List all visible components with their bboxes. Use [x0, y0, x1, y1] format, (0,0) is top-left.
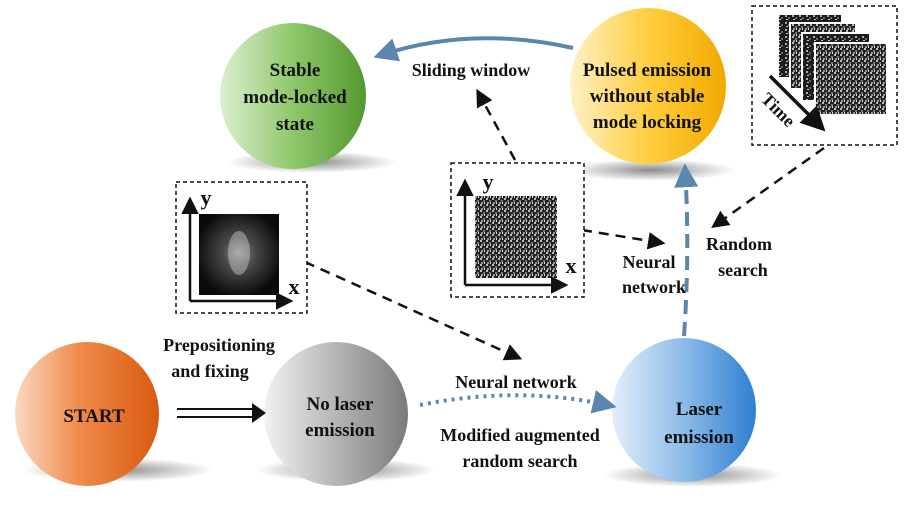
beam-y-label: y	[201, 185, 212, 210]
pulsed-to-stable-arrow	[373, 36, 574, 62]
speckle-x-label: x	[566, 253, 577, 278]
beam-inset: y x	[175, 181, 308, 314]
no-laser-node	[264, 342, 408, 486]
prepositioning-label-line1: Prepositioning	[163, 335, 275, 355]
neural-network-mid-label-line2: network	[622, 277, 686, 297]
beam-x-label: x	[289, 274, 300, 299]
stable-label-line2: mode-locked	[243, 87, 347, 108]
prepositioning-label-line2: and fixing	[171, 361, 249, 381]
time-stack-to-random-search-arrow	[711, 146, 825, 229]
pulsed-label-line1: Pulsed emission	[583, 60, 712, 81]
random-search-label-line2: search	[718, 260, 768, 280]
start-node	[15, 342, 159, 486]
stable-label-line1: Stable	[270, 60, 321, 81]
prepositioning-arrow	[177, 403, 266, 423]
laser-label-line2: emission	[664, 427, 734, 448]
speckle-to-neural-network-arrow	[581, 228, 666, 250]
no-laser-label-line1: No laser	[306, 394, 374, 415]
modified-search-label-line1: Modified augmented	[440, 425, 600, 445]
time-frame-4	[814, 42, 888, 116]
neural-network-mid-label-line1: Neural	[623, 252, 676, 272]
start-label: START	[63, 406, 125, 427]
pulsed-label-line3: mode locking	[593, 112, 702, 133]
time-arrow	[768, 74, 826, 132]
laser-to-pulsed-arrow	[674, 163, 699, 337]
laser-emission-node	[612, 338, 756, 482]
speckle-y-label: y	[483, 169, 494, 194]
stable-mode-locked-node	[220, 23, 366, 169]
pulsed-emission-node	[570, 8, 726, 164]
sliding-window-label: Sliding window	[412, 60, 531, 80]
pulsed-label-line2: without stable	[590, 86, 705, 107]
stable-label-line3: state	[276, 114, 314, 135]
speckle-to-sliding-window-arrow	[476, 88, 517, 161]
neural-network-bottom-label: Neural network	[455, 372, 576, 392]
no-laser-to-laser-arrow	[419, 390, 617, 414]
speckle-inset: y x	[450, 162, 585, 298]
time-stack-inset: Time	[751, 5, 898, 146]
modified-search-label-line2: random search	[462, 451, 577, 471]
beam-to-laser-arrow	[304, 260, 523, 361]
laser-label-line1: Laser	[676, 399, 723, 420]
no-laser-label-line2: emission	[305, 420, 375, 441]
speckle-pattern-image	[475, 196, 557, 278]
random-search-label-line1: Random	[706, 234, 772, 254]
